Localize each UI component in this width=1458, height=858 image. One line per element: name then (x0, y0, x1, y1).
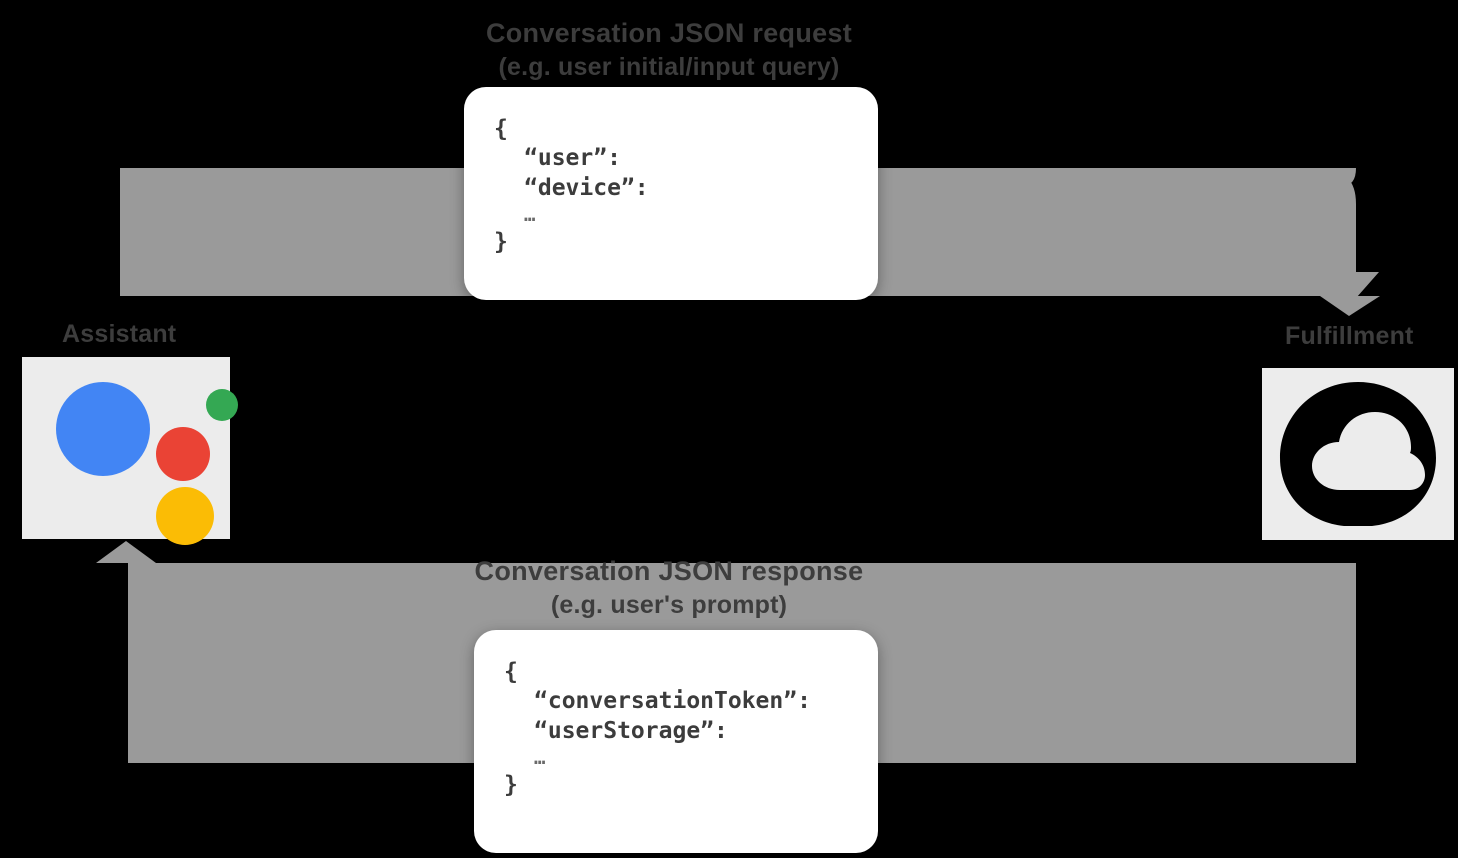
request-arrow-head (1320, 296, 1380, 316)
fulfillment-label: Fulfillment (1285, 322, 1414, 350)
response-arrow-head (96, 541, 156, 563)
json-line-ellipsis: … (534, 747, 546, 770)
assistant-node[interactable] (22, 357, 238, 545)
assistant-dot-red-icon (156, 427, 210, 481)
response-flow-title: Conversation JSON response (474, 556, 864, 586)
response-flow-label: Conversation JSON response (e.g. user's … (429, 556, 909, 620)
request-flow-subtitle: (e.g. user initial/input query) (498, 53, 840, 81)
fulfillment-node[interactable] (1262, 368, 1454, 540)
json-line-user: “user”: (524, 145, 621, 172)
cloud-icon (1273, 378, 1443, 530)
json-line-user-storage: “userStorage”: (534, 717, 728, 744)
assistant-dot-blue-icon (56, 382, 150, 476)
response-flow-subtitle: (e.g. user's prompt) (550, 591, 788, 619)
json-line-close: } (504, 771, 518, 798)
json-line-open: { (494, 116, 508, 142)
assistant-dot-yellow-icon (156, 487, 214, 545)
json-line-open: { (504, 659, 518, 685)
request-flow-label: Conversation JSON request (e.g. user ini… (429, 18, 909, 82)
assistant-label: Assistant (62, 320, 177, 348)
json-line-device: “device”: (524, 174, 649, 201)
json-line-ellipsis: … (524, 204, 536, 227)
assistant-dot-green-icon (206, 389, 238, 421)
request-flow-title: Conversation JSON request (485, 18, 853, 48)
request-arrow-corner (1342, 168, 1356, 186)
json-response-card: { “conversationToken”: “userStorage”: … … (474, 630, 878, 853)
json-request-card: { “user”: “device”: … } (464, 87, 878, 300)
json-line-close: } (494, 228, 508, 255)
google-assistant-logo-icon (40, 367, 238, 545)
json-line-conversation-token: “conversationToken”: (534, 688, 811, 715)
